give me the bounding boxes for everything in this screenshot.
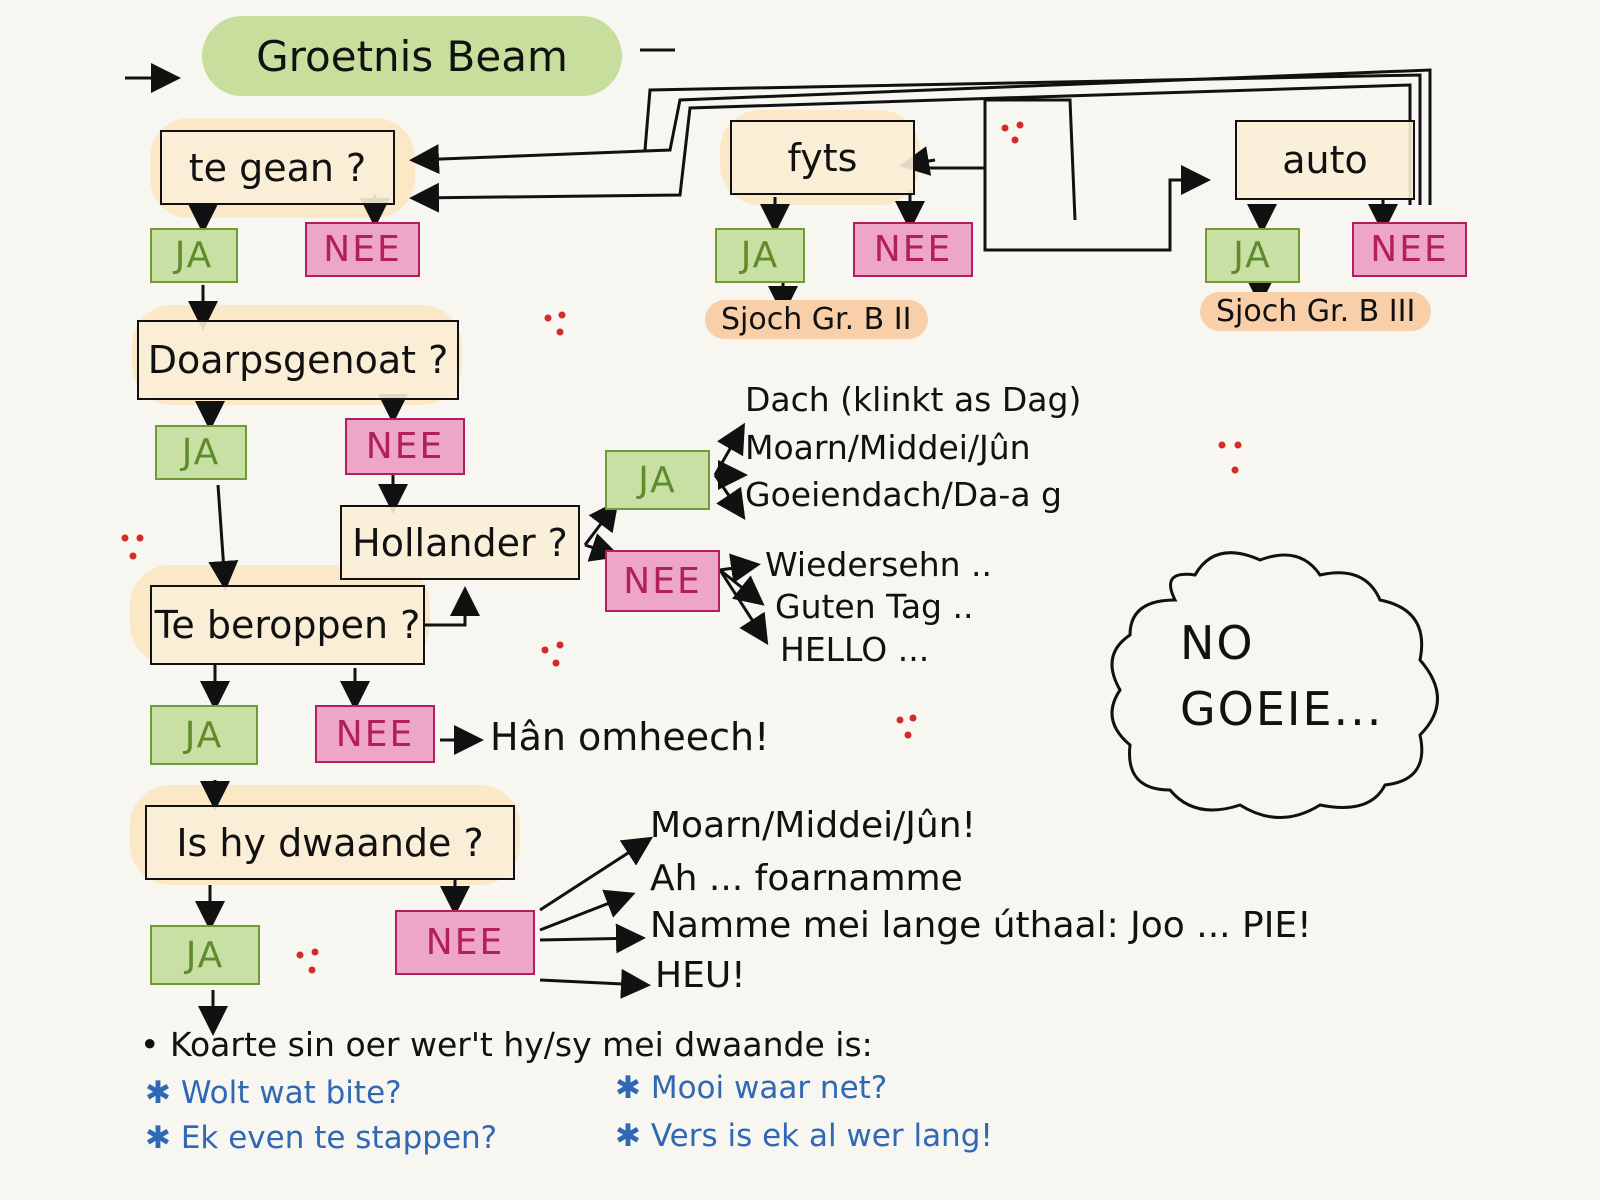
small-talk-text: Vers is ek al wer lang! bbox=[650, 1118, 993, 1154]
reference-gr-b3: Sjoch Gr. B III bbox=[1200, 292, 1432, 331]
answer-nee-auto: NEE bbox=[1352, 222, 1467, 277]
answer-nee-label: NEE bbox=[335, 713, 415, 755]
small-talk-ek-even-te-stappen: ✱ Ek even te stappen? bbox=[145, 1120, 498, 1156]
answer-nee-label: NEE bbox=[323, 229, 402, 270]
cloud-line-1: NO bbox=[1180, 616, 1255, 670]
question-auto: auto bbox=[1235, 120, 1415, 200]
answer-nee-label: NEE bbox=[365, 426, 445, 467]
question-is-hy-dwaande-text: Is hy dwaande ? bbox=[176, 820, 484, 865]
small-talk-mooi-waar-net: ✱ Mooi waar net? bbox=[615, 1070, 888, 1106]
answer-ja-dwaande: JA bbox=[150, 925, 260, 985]
greeting-namme-uthaal: Namme mei lange úthaal: Joo ... PIE! bbox=[650, 905, 1312, 946]
answer-nee-teberoppen: NEE bbox=[315, 705, 435, 763]
reference-gr-b2-text: Sjoch Gr. B II bbox=[721, 302, 912, 337]
question-hollander-text: Hollander ? bbox=[352, 520, 568, 565]
question-is-hy-dwaande: Is hy dwaande ? bbox=[145, 805, 515, 880]
reference-gr-b3-text: Sjoch Gr. B III bbox=[1216, 294, 1416, 329]
small-talk-text: Mooi waar net? bbox=[650, 1070, 888, 1106]
greeting-hello: HELLO ... bbox=[780, 630, 930, 669]
answer-nee-label: NEE bbox=[623, 560, 702, 602]
question-doarpsgenoat-text: Doarpsgenoat ? bbox=[147, 338, 449, 382]
question-te-gean: te gean ? bbox=[160, 130, 395, 205]
answer-nee-label: NEE bbox=[1370, 229, 1449, 270]
answer-ja-label: JA bbox=[638, 459, 677, 501]
answer-nee-dwaande: NEE bbox=[395, 910, 535, 975]
question-teberoppen: Te beroppen ? bbox=[150, 585, 425, 665]
action-han-omheech: Hân omheech! bbox=[490, 715, 770, 759]
answer-ja-teberoppen: JA bbox=[150, 705, 258, 765]
answer-ja-label: JA bbox=[184, 714, 224, 756]
answer-ja-auto: JA bbox=[1205, 228, 1300, 283]
small-talk-intro-text: Koarte sin oer wer't hy/sy mei dwaande i… bbox=[169, 1025, 873, 1064]
answer-ja-label: JA bbox=[740, 235, 780, 276]
question-te-gean-text: te gean ? bbox=[188, 145, 367, 190]
answer-ja-doarpsgenoat: JA bbox=[155, 425, 247, 480]
cloud-no-goeie: NO GOEIE... bbox=[1180, 610, 1383, 742]
small-talk-wolt-wat-bite: ✱ Wolt wat bite? bbox=[145, 1075, 402, 1111]
greeting-heu: HEU! bbox=[655, 955, 746, 996]
answer-nee-doarpsgenoat: NEE bbox=[345, 418, 465, 475]
question-auto-text: auto bbox=[1282, 138, 1368, 182]
question-fyts-text: fyts bbox=[787, 135, 858, 180]
reference-gr-b2: Sjoch Gr. B II bbox=[705, 300, 928, 339]
answer-ja-label: JA bbox=[174, 235, 214, 276]
answer-ja-label: JA bbox=[185, 934, 225, 976]
greeting-wiedersehn: Wiedersehn .. bbox=[765, 545, 992, 584]
cloud-line-2: GOEIE... bbox=[1180, 682, 1384, 736]
answer-ja-label: JA bbox=[1233, 235, 1272, 276]
greeting-dach: Dach (klinkt as Dag) bbox=[745, 380, 1082, 419]
question-teberoppen-text: Te beroppen ? bbox=[154, 603, 421, 647]
question-hollander: Hollander ? bbox=[340, 505, 580, 580]
greeting-ah-foarnamme: Ah ... foarnamme bbox=[650, 858, 963, 899]
question-doarpsgenoat: Doarpsgenoat ? bbox=[137, 320, 459, 400]
answer-nee-label: NEE bbox=[425, 922, 505, 963]
small-talk-intro: • Koarte sin oer wer't hy/sy mei dwaande… bbox=[140, 1025, 873, 1064]
greeting-moarn: Moarn/Middei/Jûn bbox=[745, 428, 1031, 467]
answer-nee-label: NEE bbox=[873, 229, 953, 270]
question-fyts: fyts bbox=[730, 120, 915, 195]
greeting-moarn-middei-jun: Moarn/Middei/Jûn! bbox=[650, 805, 976, 846]
small-talk-vers-is-ek-al-wer-lang: ✱ Vers is ek al wer lang! bbox=[615, 1118, 993, 1154]
answer-nee-hollander: NEE bbox=[605, 550, 720, 612]
answer-ja-hollander: JA bbox=[605, 450, 710, 510]
greeting-guten-tag: Guten Tag .. bbox=[775, 587, 974, 626]
answer-ja-label: JA bbox=[181, 432, 221, 473]
diagram-title-text: Groetnis Beam bbox=[256, 31, 568, 81]
small-talk-text: Wolt wat bite? bbox=[180, 1075, 402, 1111]
answer-ja-te-gean: JA bbox=[150, 228, 238, 283]
answer-ja-fyts: JA bbox=[715, 228, 805, 283]
greeting-goeiendach: Goeiendach/Da-a g bbox=[745, 475, 1062, 514]
answer-nee-fyts: NEE bbox=[853, 222, 973, 277]
answer-nee-te-gean: NEE bbox=[305, 222, 420, 277]
diagram-title: Groetnis Beam bbox=[202, 16, 622, 96]
small-talk-text: Ek even te stappen? bbox=[180, 1120, 498, 1156]
